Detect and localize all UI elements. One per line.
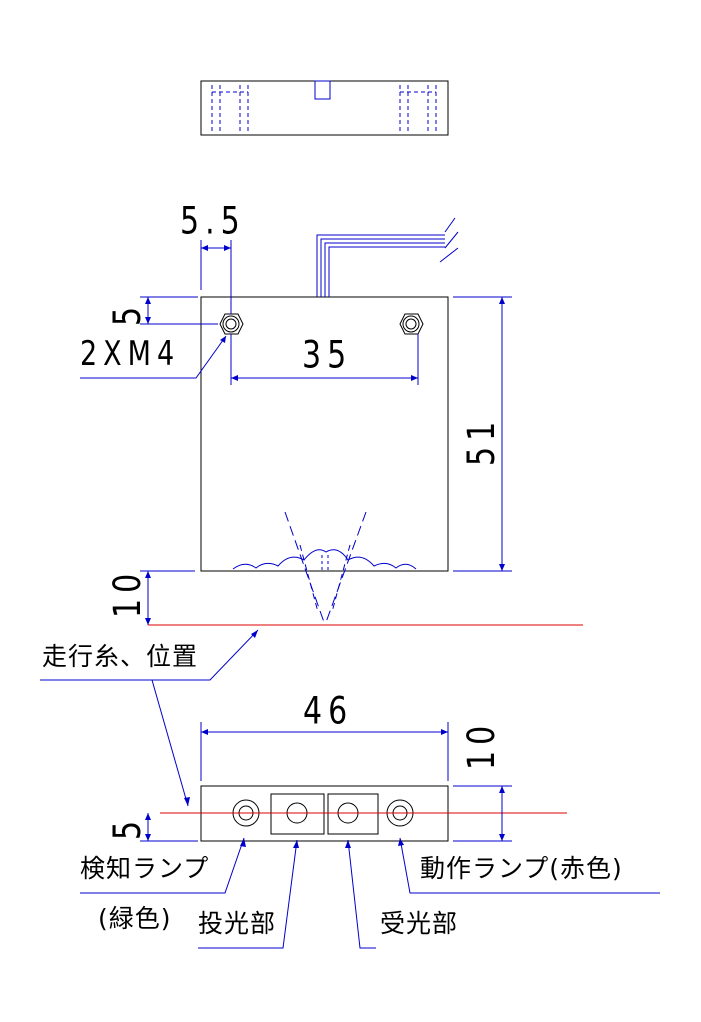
mount-hole-right <box>399 313 424 335</box>
label-thread-position: 走行糸、位置 <box>42 642 199 671</box>
front-view <box>40 217 583 807</box>
bottom-view <box>80 722 660 949</box>
emitter-shape <box>270 793 325 835</box>
dim-beam-offset: 5 <box>106 814 150 840</box>
dim-height: 51 <box>460 415 504 466</box>
receiver-shape <box>327 793 379 835</box>
dim-hole-offset-y: 5 <box>106 300 150 326</box>
bottom-dimension-lines <box>80 722 660 949</box>
mount-hole-left <box>219 313 244 335</box>
label-receiver: 受光部 <box>380 909 459 938</box>
label-operation-lamp: 動作ランプ(赤色) <box>420 854 623 883</box>
dim-hole-pitch: 35 <box>302 333 353 378</box>
label-detect-lamp: 検知ランプ <box>80 854 210 883</box>
beam-lines <box>232 511 417 626</box>
label-emitter: 投光部 <box>198 909 277 938</box>
label-detect-lamp-color: (緑色) <box>98 904 172 933</box>
top-view <box>200 80 449 136</box>
dim-bottom-depth: 10 <box>460 719 504 770</box>
dim-hole-offset-x: 5.5 <box>180 199 246 244</box>
label-screw-holes: 2XM4 <box>80 335 181 374</box>
dimension-lines <box>40 240 512 807</box>
dim-width: 46 <box>303 689 354 734</box>
dim-detect-distance: 10 <box>106 567 150 618</box>
